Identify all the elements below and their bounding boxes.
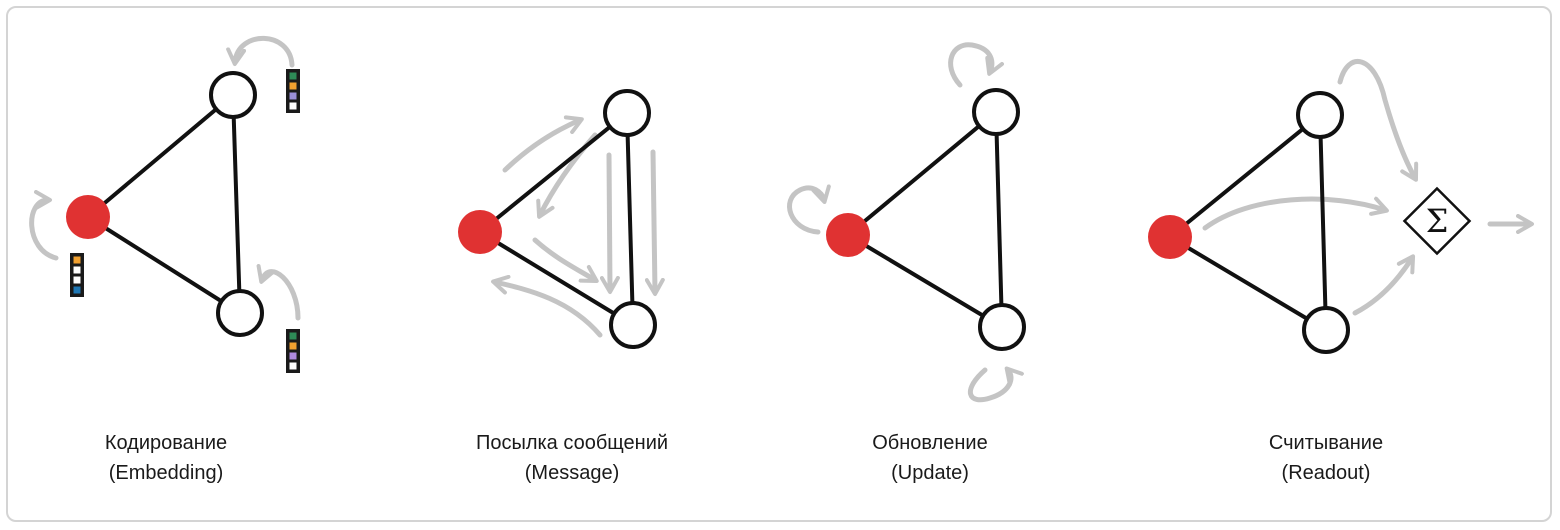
message-arrow <box>532 237 599 284</box>
embedding-vector <box>286 329 300 373</box>
stage-readout: Σ <box>1148 59 1534 354</box>
stage-embedding <box>29 35 301 373</box>
stage-update-caption: Обновление (Update) <box>780 428 1080 488</box>
graph-edge <box>994 110 1004 329</box>
message-arrow <box>502 115 584 173</box>
graph-node-active <box>1148 215 1192 259</box>
stage-readout-caption: Считывание (Readout) <box>1176 428 1476 488</box>
graph-node <box>1302 306 1350 354</box>
stage-subtitle: (Readout) <box>1281 462 1371 484</box>
graph-edge <box>478 230 635 327</box>
stage-message <box>458 89 665 349</box>
graph-edge <box>1168 113 1322 239</box>
sum-symbol: Σ <box>1426 202 1449 240</box>
update-loop-arrow <box>787 184 831 235</box>
graph-edge <box>86 215 242 315</box>
embedding-vector-frame <box>286 69 300 113</box>
graph-node-active <box>826 213 870 257</box>
message-arrow <box>599 152 620 294</box>
graph-edge <box>625 111 635 327</box>
embedding-cell <box>289 342 297 350</box>
embedding-cell <box>289 102 297 110</box>
embedding-vector <box>70 253 84 297</box>
stage-title: Кодирование <box>104 432 228 454</box>
stage-title: Считывание <box>1268 432 1384 454</box>
stage-message-caption: Посылка сообщений (Message) <box>422 428 722 488</box>
update-loop-arrow <box>967 366 1024 403</box>
sum-aggregator: Σ <box>1402 186 1472 256</box>
stage-embedding-flows <box>29 35 301 321</box>
embedding-cell <box>289 92 297 100</box>
embedding-cell <box>73 276 81 284</box>
embedding-vector-frame <box>286 329 300 373</box>
stage-embedding-edges <box>86 93 242 315</box>
embedding-cell <box>73 266 81 274</box>
update-loop-arrow <box>948 42 1004 88</box>
stage-title: Обновление <box>872 432 988 454</box>
stage-update-edges <box>846 110 1004 329</box>
graph-node-active <box>66 195 110 239</box>
stage-readout-edges <box>1168 113 1328 332</box>
readout-arrow <box>1352 254 1416 316</box>
stage-title: Посылка сообщений <box>475 432 669 454</box>
self-loop-arrow <box>29 190 59 261</box>
graph-edge <box>478 111 629 234</box>
embedding-cell <box>289 72 297 80</box>
readout-arrow <box>1337 59 1419 182</box>
graph-edge <box>846 233 1004 329</box>
stage-subtitle: (Embedding) <box>108 462 224 484</box>
embedding-vector-frame <box>70 253 84 297</box>
embedding-cell <box>289 332 297 340</box>
graph-node <box>603 89 651 137</box>
message-arrow <box>644 149 665 296</box>
self-loop-arrow <box>256 263 301 321</box>
stage-embedding-caption: Кодирование (Embedding) <box>16 428 316 488</box>
embedding-cell <box>73 256 81 264</box>
message-arrow <box>491 274 603 338</box>
stage-readout-flows <box>1202 59 1534 316</box>
stage-subtitle: (Update) <box>891 462 969 484</box>
embedding-vector <box>286 69 300 113</box>
graph-edge <box>231 93 242 315</box>
graph-edge <box>86 93 235 219</box>
graph-node <box>978 303 1026 351</box>
stage-subtitle: (Message) <box>524 462 620 484</box>
readout-arrow <box>1202 196 1389 231</box>
embedding-cell <box>289 362 297 370</box>
graph-edge <box>1168 235 1328 332</box>
graph-node-active <box>458 210 502 254</box>
graph-node <box>1296 91 1344 139</box>
stage-message-flows <box>491 115 665 338</box>
diagram-frame <box>6 6 1552 522</box>
embedding-cell <box>73 286 81 294</box>
stage-update <box>787 42 1026 403</box>
stage-message-edges <box>478 111 635 327</box>
graph-edge <box>846 110 998 237</box>
graph-node <box>609 301 657 349</box>
graph-node <box>209 71 257 119</box>
sum-diamond <box>1402 186 1472 256</box>
graph-node <box>972 88 1020 136</box>
embedding-cell <box>289 352 297 360</box>
graph-edge <box>1318 113 1328 332</box>
self-loop-arrow <box>226 35 295 68</box>
graph-node <box>216 289 264 337</box>
stage-update-flows <box>787 42 1024 403</box>
embedding-cell <box>289 82 297 90</box>
